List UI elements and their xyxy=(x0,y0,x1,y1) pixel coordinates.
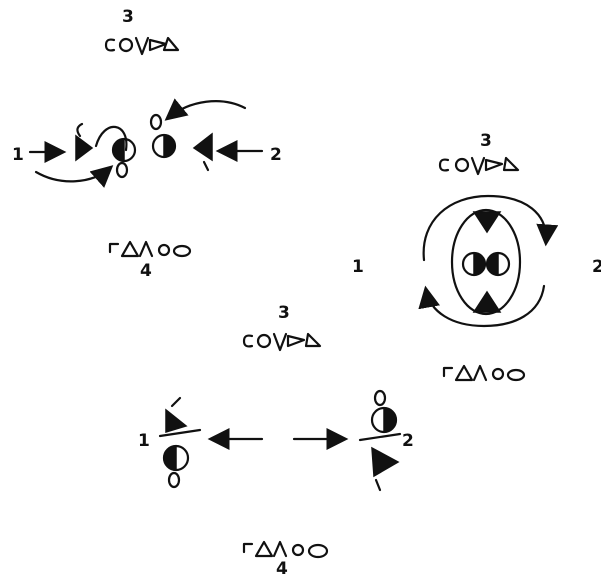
label-3-a: 3 xyxy=(122,7,134,27)
curved-arrow-lower xyxy=(34,165,114,188)
figure-2-c xyxy=(358,389,402,492)
rotation-arrow-left xyxy=(418,284,546,328)
bottom-glyph-a xyxy=(108,240,192,258)
dance-circle xyxy=(450,208,522,316)
label-3-c: 3 xyxy=(278,303,290,323)
figure-top-b xyxy=(472,211,502,234)
label-2-b: 2 xyxy=(592,257,601,277)
label-1-b: 1 xyxy=(352,257,364,277)
curved-arrow-upper xyxy=(164,98,247,121)
rotation-arrow-right xyxy=(422,194,559,262)
figure-bottom-b xyxy=(472,290,502,313)
panel-b: 3 1 2 xyxy=(352,131,601,382)
panel-c: 3 1 2 xyxy=(138,303,414,579)
top-glyph-c xyxy=(242,332,322,352)
label-1-a: 1 xyxy=(12,145,24,165)
couple-center-b xyxy=(461,251,511,277)
figure-2-a xyxy=(149,113,213,172)
label-2-c: 2 xyxy=(402,431,414,451)
label-4-a: 4 xyxy=(140,261,152,281)
label-4-c: 4 xyxy=(276,559,288,577)
top-glyph-b xyxy=(438,156,520,176)
figure-1-a xyxy=(75,122,137,179)
bottom-glyph-c xyxy=(242,540,329,559)
top-glyph-a xyxy=(104,36,180,56)
label-2-a: 2 xyxy=(270,145,282,165)
label-1-c: 1 xyxy=(138,431,150,451)
figure-1-c xyxy=(158,396,202,489)
bottom-glyph-b xyxy=(442,364,526,382)
label-3-b: 3 xyxy=(480,131,492,151)
panel-a: 3 1 2 xyxy=(12,7,282,281)
